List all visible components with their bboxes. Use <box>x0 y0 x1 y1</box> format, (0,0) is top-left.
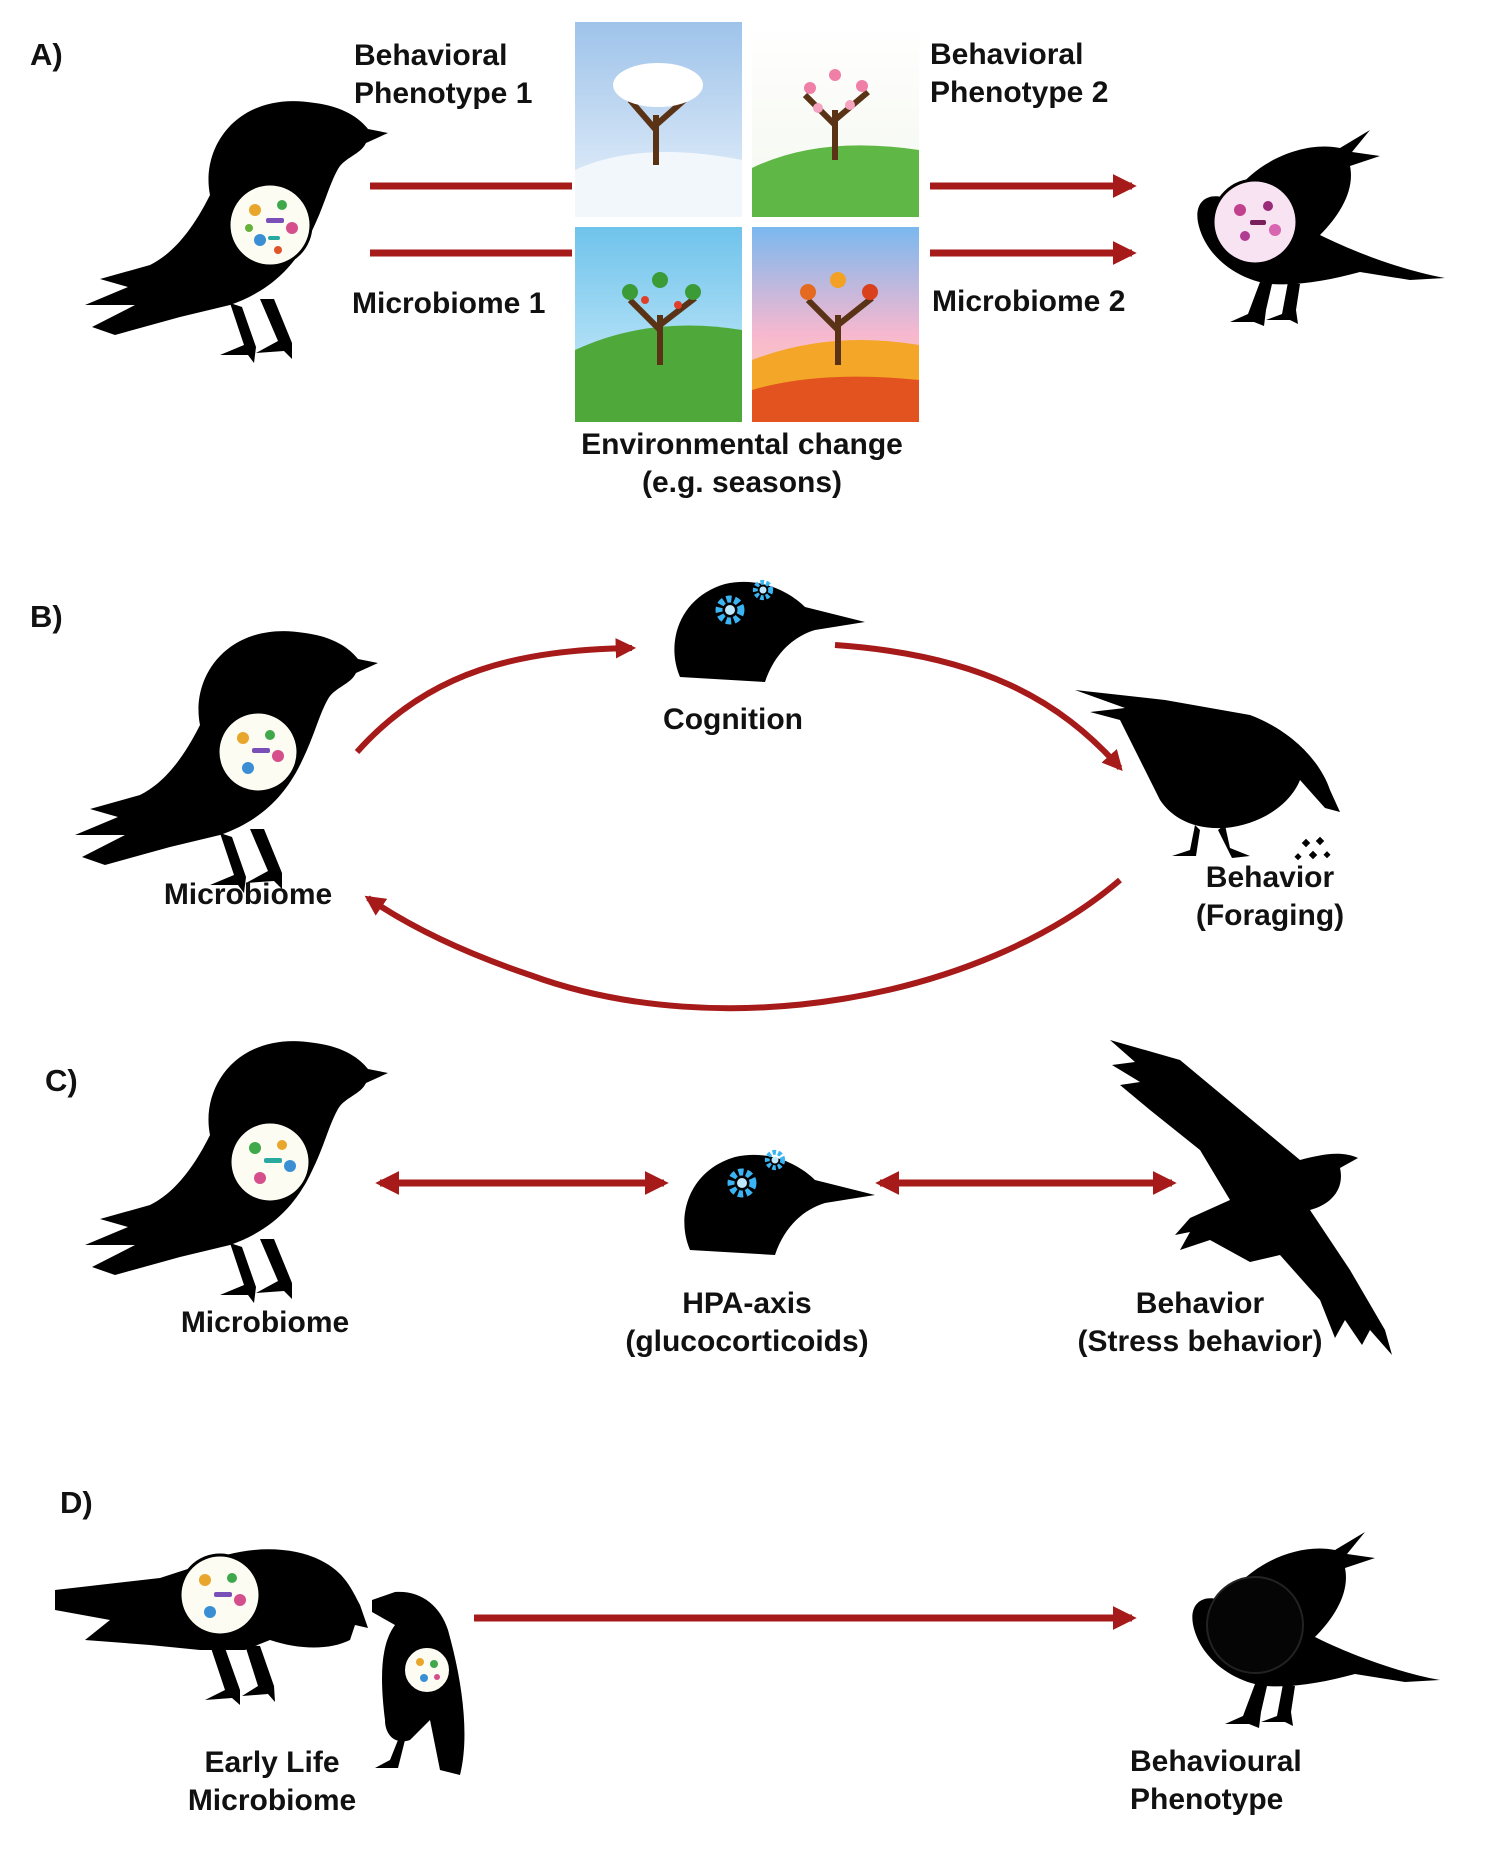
panel-d <box>55 1532 1440 1775</box>
hpa-head-c <box>684 1154 875 1255</box>
microbe-cluster-b <box>237 730 284 774</box>
arrow-b-microbiome-to-cognition[interactable] <box>354 638 637 754</box>
microbiome-label-c: Microbiome <box>180 1306 350 1339</box>
label-line: Behavioral <box>930 38 1084 71</box>
label-line: Early Life <box>204 1746 340 1779</box>
label-line: Behavioral <box>354 39 508 72</box>
label-line: Behavior <box>1135 1287 1265 1320</box>
hpa-axis-label: HPA-axis (glucocorticoids) <box>625 1285 868 1361</box>
label-line: Microbiome <box>187 1784 357 1817</box>
caption-line: (e.g. seasons) <box>641 466 843 499</box>
behavioural-phenotype-label: Behavioural Phenotype <box>1130 1743 1302 1819</box>
label-line: Phenotype 1 <box>354 77 533 110</box>
behavior-stress-label: Behavior (Stress behavior) <box>1077 1285 1322 1361</box>
label-line: Behavior <box>1205 861 1335 894</box>
microbiome-1-label: Microbiome 1 <box>352 287 546 320</box>
panel-b <box>75 582 1340 1012</box>
season-summer-tile <box>575 227 742 422</box>
gear-icon-c <box>731 1172 753 1194</box>
gear-icon <box>719 599 741 621</box>
microbe-cluster-1 <box>245 200 298 254</box>
panel-d-tag: D) <box>60 1485 93 1520</box>
label-line: Behavioural <box>1130 1745 1302 1778</box>
panel-a-tag: A) <box>30 37 63 72</box>
microbe-cluster-c <box>249 1140 296 1184</box>
crow-flying-c <box>1110 1040 1392 1355</box>
early-life-microbiome-label: Early Life Microbiome <box>188 1744 356 1820</box>
crow-foraging-b <box>1075 690 1340 858</box>
season-spring-tile <box>752 22 919 217</box>
microbe-cluster-d-chick <box>416 1658 440 1682</box>
season-autumn-tile <box>752 227 919 422</box>
label-line: Phenotype <box>1130 1783 1284 1816</box>
arrow-b-cognition-to-behavior[interactable] <box>834 642 1123 772</box>
microbiome-label-b: Microbiome <box>163 878 333 911</box>
microbe-cluster-2 <box>1234 201 1281 241</box>
panel-c <box>85 1040 1392 1355</box>
panel-c-tag: C) <box>45 1063 78 1098</box>
label-line: (Stress behavior) <box>1077 1325 1323 1358</box>
caption-line: Environmental change <box>581 428 903 461</box>
behavioral-phenotype-2-label: Behavioral Phenotype 2 <box>930 36 1108 112</box>
microbiome-circle-1 <box>227 182 313 268</box>
season-winter-tile <box>575 22 742 217</box>
microbiome-circle-d-chick <box>403 1646 451 1694</box>
behavior-foraging-label: Behavior (Foraging) <box>1196 859 1344 935</box>
behavioral-phenotype-1-label: Behavioral Phenotype 1 <box>354 37 532 113</box>
label-line: (Foraging) <box>1195 899 1345 932</box>
label-line: Phenotype 2 <box>930 76 1109 109</box>
label-line: (glucocorticoids) <box>625 1325 869 1358</box>
food-crumbs <box>1294 836 1331 861</box>
cognition-label: Cognition <box>663 703 803 736</box>
label-line: HPA-axis <box>682 1287 812 1320</box>
gear-small-icon-c <box>767 1152 782 1167</box>
microbiome-2-label: Microbiome 2 <box>932 285 1126 318</box>
panel-a <box>85 22 1445 422</box>
environmental-change-caption: Environmental change (e.g. seasons) <box>581 426 903 502</box>
gear-small-icon <box>755 582 770 597</box>
microbe-cluster-d-adult <box>199 1573 246 1618</box>
empty-microbiome-circle-d <box>1206 1576 1304 1674</box>
panel-b-tag: B) <box>30 599 63 634</box>
arrow-b-behavior-to-microbiome[interactable] <box>364 877 1122 1012</box>
